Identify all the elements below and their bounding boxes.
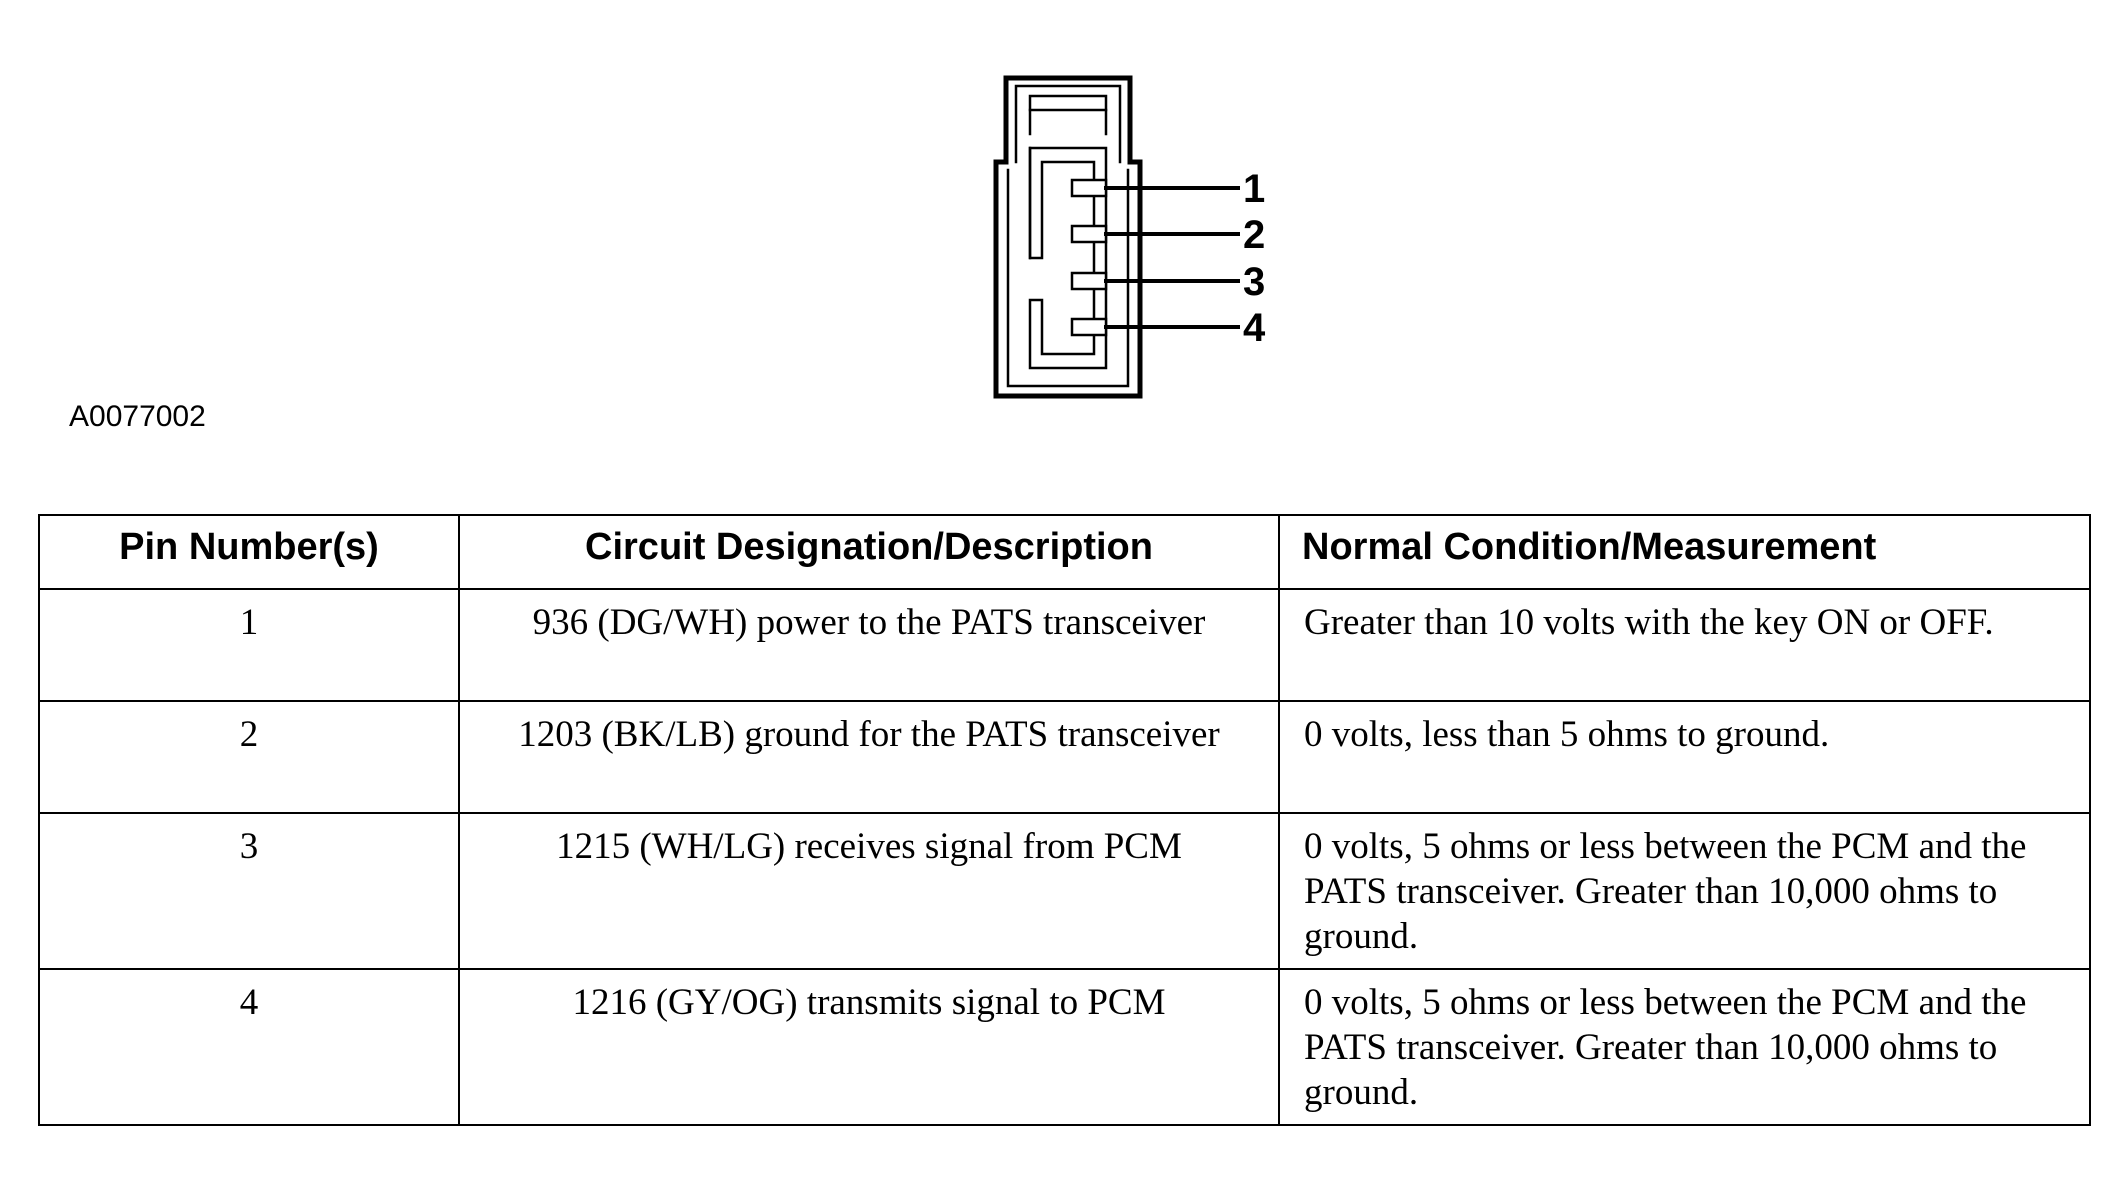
condition-cell: 0 volts, 5 ohms or less between the PCM …: [1278, 968, 2091, 1126]
pin-label-3: 3: [1243, 260, 1265, 304]
condition-cell: 0 volts, less than 5 ohms to ground.: [1278, 700, 2091, 814]
header-circuit-description: Circuit Designation/Description: [458, 514, 1280, 590]
table-row: 2 1203 (BK/LB) ground for the PATS trans…: [38, 700, 2091, 814]
circuit-cell: 1215 (WH/LG) receives signal from PCM: [458, 812, 1280, 970]
connector-diagram: 1 2 3 4: [993, 75, 1266, 399]
table-header-row: Pin Number(s) Circuit Designation/Descri…: [38, 514, 2091, 590]
terminal-3: [1070, 271, 1108, 291]
pin-label-2: 2: [1243, 213, 1265, 257]
table-row: 4 1216 (GY/OG) transmits signal to PCM 0…: [38, 968, 2091, 1126]
pin-label-1: 1: [1243, 167, 1265, 211]
table-row: 1 936 (DG/WH) power to the PATS transcei…: [38, 588, 2091, 702]
terminal-4: [1070, 317, 1108, 337]
connector-cavity: [1028, 146, 1108, 370]
connector-latch-tab: [1028, 94, 1108, 136]
table-row: 3 1215 (WH/LG) receives signal from PCM …: [38, 812, 2091, 970]
circuit-cell: 1203 (BK/LB) ground for the PATS transce…: [458, 700, 1280, 814]
connector-body-outline: [993, 159, 1143, 399]
condition-cell: 0 volts, 5 ohms or less between the PCM …: [1278, 812, 2091, 970]
connector-body-inner: [1006, 168, 1130, 388]
pin-test-table: Pin Number(s) Circuit Designation/Descri…: [38, 514, 2091, 1126]
condition-cell: Greater than 10 volts with the key ON or…: [1278, 588, 2091, 702]
header-pin-number: Pin Number(s): [38, 514, 460, 590]
pin-cell: 2: [38, 700, 460, 814]
terminal-1: [1070, 178, 1108, 198]
circuit-cell: 936 (DG/WH) power to the PATS transceive…: [458, 588, 1280, 702]
connector-latch-inner: [1014, 84, 1122, 164]
pin-cell: 3: [38, 812, 460, 970]
figure-id: A0077002: [69, 400, 206, 433]
connector-latch-outline: [1003, 75, 1133, 165]
pin-cell: 1: [38, 588, 460, 702]
pin-label-4: 4: [1243, 306, 1266, 350]
terminal-2: [1070, 224, 1108, 244]
pin-cell: 4: [38, 968, 460, 1126]
header-normal-condition: Normal Condition/Measurement: [1278, 514, 2091, 590]
circuit-cell: 1216 (GY/OG) transmits signal to PCM: [458, 968, 1280, 1126]
